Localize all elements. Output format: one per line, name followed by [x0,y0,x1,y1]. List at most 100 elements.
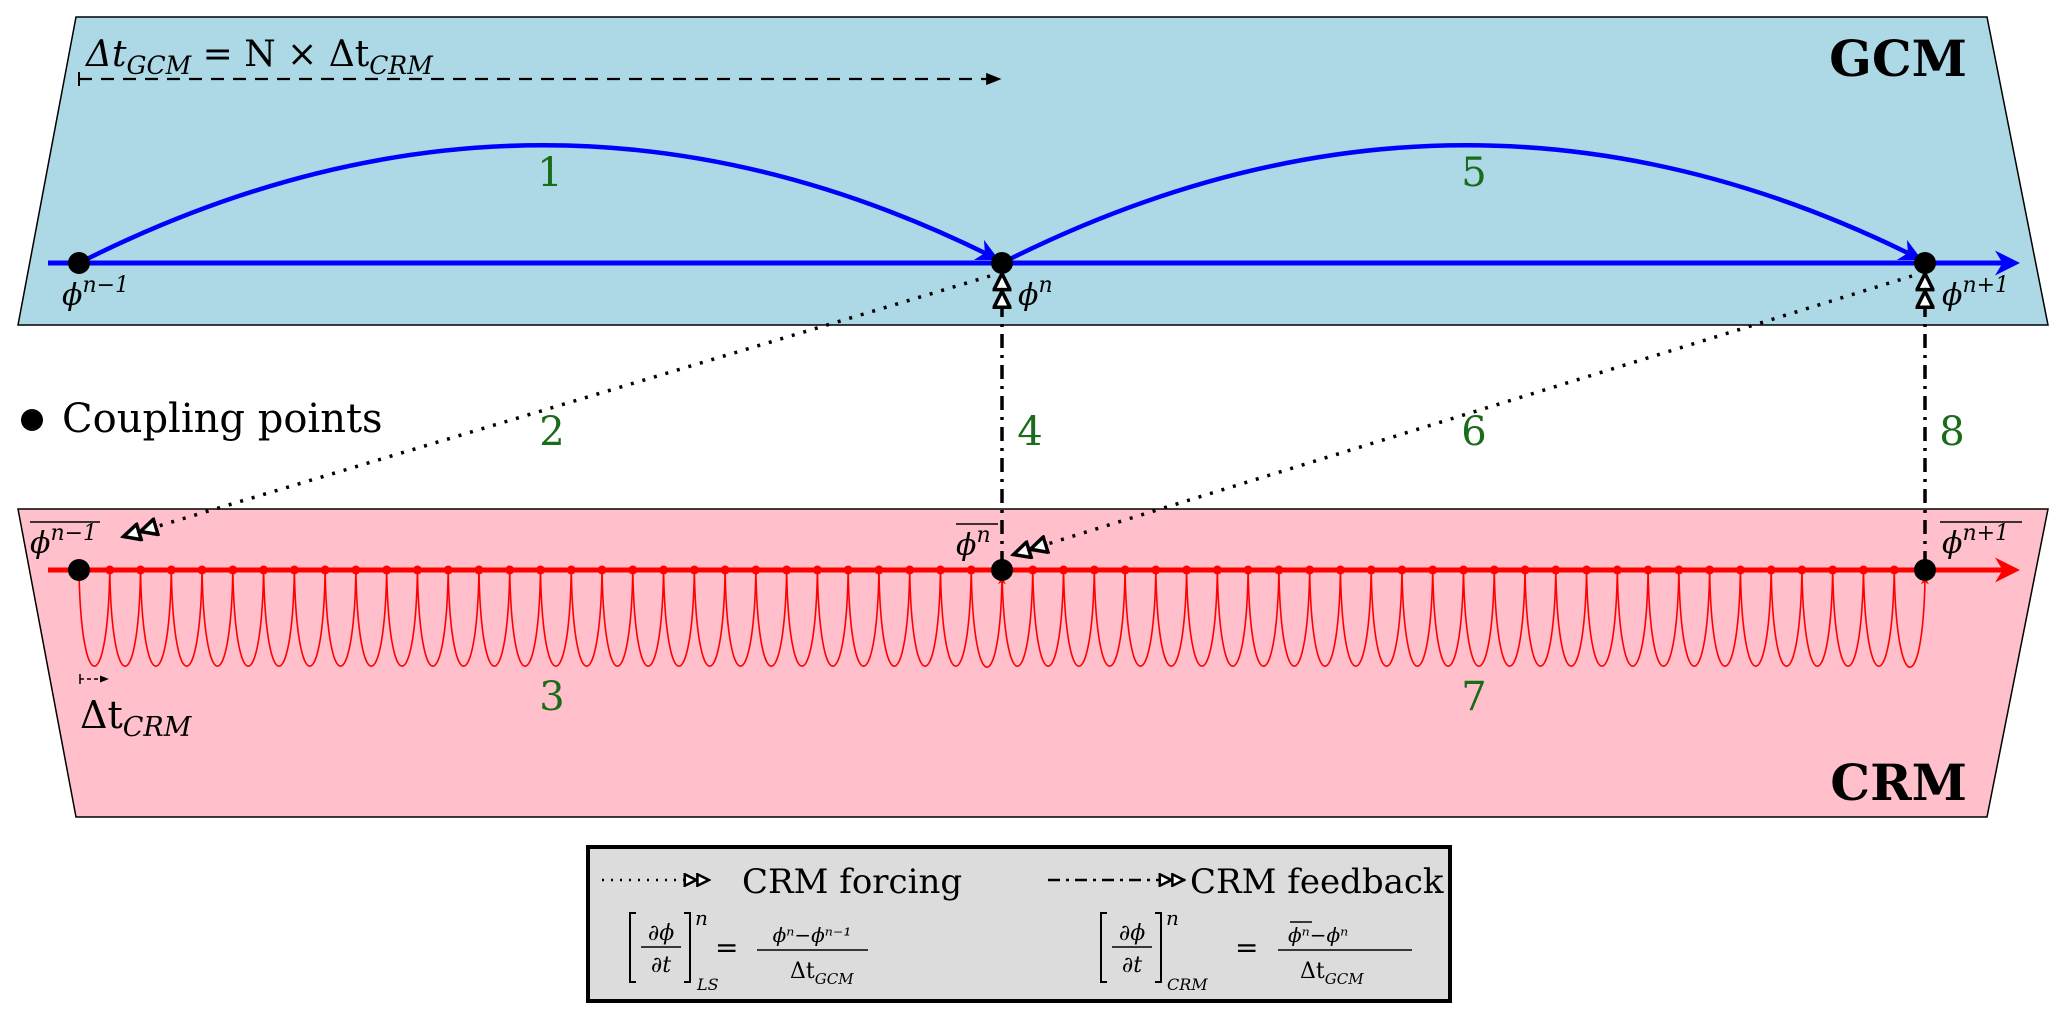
crm-substep-loop [1616,569,1649,667]
crm-substep-loop [1062,569,1096,667]
crm-substep-loop [232,569,265,667]
crm-substep-dot [935,565,945,575]
crm-substep-loop [1524,569,1557,667]
crm-substep-dot [628,565,638,575]
crm-substep-loop [78,569,111,667]
crm-substep-dot [536,565,545,575]
step-label-2: 2 [539,409,564,455]
crm-substep-loop [108,569,142,667]
crm-coupling-point-n [991,559,1013,581]
crm-substep-dot [1797,565,1807,575]
crm-substep-loop [262,569,296,667]
crm-substep-dot [1028,565,1038,575]
crm-substep-loop [693,569,726,667]
crm-substep-loop [508,569,542,667]
gcm-point-label-n: ϕn [1018,273,1053,313]
svg-text:LS: LS [696,975,719,994]
crm-substep-dot [812,565,822,575]
legend-feedback-label: CRM feedback [1190,862,1444,902]
crm-substep-dot [166,565,176,575]
svg-text:∂ϕ: ∂ϕ [1119,921,1145,946]
crm-point-label-n-plus-1: ϕn+1 [1940,521,2022,561]
crm-substep-loop [1431,569,1465,667]
crm-substep-loop [324,569,357,667]
crm-substep-loop [970,569,1006,668]
gcm-coupling-point-n-minus-1 [68,252,90,274]
crm-substep-dot [843,565,853,575]
crm-substep-loop [1001,569,1034,667]
crm-substep-loop [293,569,326,667]
crm-substep-loop [1801,569,1834,667]
crm-substep-dot [1489,565,1499,575]
crm-substep-dot [443,565,453,575]
crm-substep-dot [351,565,361,575]
crm-substep-loop [447,569,480,667]
coupling-points-label: Coupling points [62,396,383,442]
crm-substep-dot [1089,565,1099,575]
crm-title: CRM [1830,753,1967,812]
crm-substep-dot [1305,565,1315,575]
crm-coupling-point-n-minus-1 [68,559,90,581]
crm-substep-loop [1339,569,1372,667]
gcm-title: GCM [1829,29,1967,88]
crm-substep-dot [659,565,669,575]
crm-substep-loop [724,569,757,667]
crm-substep-loop [939,569,973,667]
legend-forcing-equation: ∂ϕ ∂t n LS = ϕⁿ−ϕⁿ⁻¹ ΔtGCM [629,906,868,994]
crm-substep-loop [908,569,942,667]
crm-substep-loop [1555,569,1588,667]
crm-substep-dot [689,565,699,575]
crm-substep-loop [785,569,819,667]
legend-forcing-label: CRM forcing [742,862,962,902]
crm-timestep-label: ΔtCRM [80,693,193,743]
crm-substep-dot [505,565,515,575]
crm-substep-dot [751,565,761,575]
crm-substep-loop [847,569,880,667]
svg-text:ΔtGCM: ΔtGCM [790,959,854,988]
crm-substep-loop [1031,569,1065,667]
svg-text:ϕn−1: ϕn−1 [30,521,97,561]
svg-text:∂t: ∂t [651,953,671,978]
svg-text:ϕⁿ−ϕⁿ⁻¹: ϕⁿ−ϕⁿ⁻¹ [773,923,852,947]
crm-substep-loop [816,569,849,667]
crm-substep-dot [1828,565,1838,575]
svg-text:∂t: ∂t [1122,953,1142,978]
step-label-5: 5 [1461,150,1486,196]
crm-substep-dot [1705,565,1715,575]
crm-substep-dots [105,565,1899,575]
crm-substep-dot [1520,565,1530,575]
crm-substep-loop [1185,569,1219,667]
crm-substep-loop [416,569,449,667]
crm-substep-dot [105,565,115,575]
crm-substep-dot [905,565,915,575]
crm-panel [17,508,2049,818]
crm-substep-dot [228,565,238,575]
svg-text:ϕⁿ−ϕⁿ: ϕⁿ−ϕⁿ [1288,923,1348,947]
legend-box: CRM forcing CRM feedback ∂ϕ ∂t n LS = ϕⁿ… [586,845,1452,1003]
crm-substep-loop [1124,569,1157,667]
crm-substep-loop [170,569,203,667]
crm-substep-loop [385,569,419,667]
svg-text:CRM: CRM [1167,975,1208,994]
crm-substep-loop [1093,569,1126,667]
crm-substep-dot [1335,565,1345,575]
crm-substep-loops [78,569,1929,668]
gcm-step-arc-1 [77,143,1000,266]
gcm-point-label-n-minus-1: ϕn−1 [62,273,129,313]
crm-substep-dot [720,565,730,575]
crm-substep-dot [1120,565,1130,575]
crm-substep-dot [1582,565,1592,575]
crm-substep-loop [1155,569,1188,667]
crm-substep-loop [355,569,388,667]
svg-text:=: = [715,931,738,964]
crm-substep-dot [1858,565,1868,575]
crm-substep-dot [474,565,484,575]
svg-text:ϕn+1: ϕn+1 [1942,521,2009,561]
crm-substep-dot [566,565,576,575]
crm-substep-loop [201,569,234,667]
svg-text:ΔtGCM: ΔtGCM [1300,959,1364,988]
step-label-7: 7 [1461,674,1486,720]
svg-text:=: = [1235,931,1258,964]
crm-substep-dot [1551,565,1561,575]
step-label-4: 4 [1017,409,1042,455]
